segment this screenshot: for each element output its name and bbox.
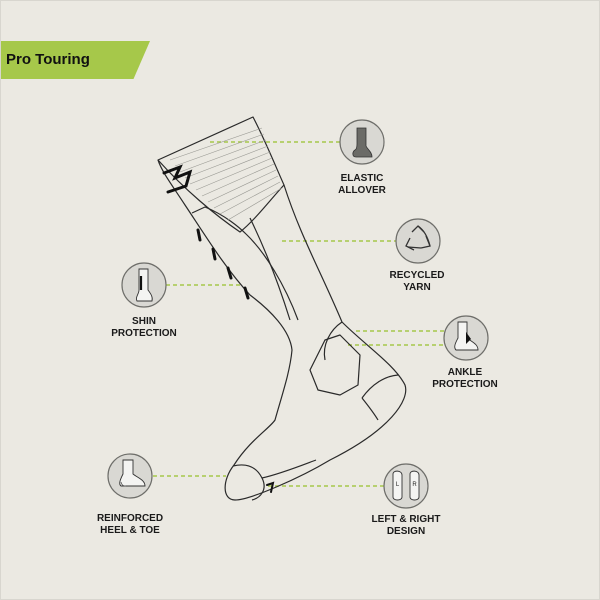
label-recycled: RECYCLED YARN — [357, 270, 477, 294]
label-shin: SHIN PROTECTION — [84, 316, 204, 340]
title-text: Pro Touring — [6, 51, 90, 68]
label-lr: LEFT & RIGHT DESIGN — [346, 514, 466, 538]
sock-icon — [352, 127, 373, 158]
label-shin-line2: PROTECTION — [111, 328, 177, 339]
ankle-pad — [309, 334, 361, 396]
arch-line — [361, 397, 379, 421]
leader-lines — [153, 141, 444, 487]
cuff-ribbing — [169, 127, 283, 221]
ankle-icon-group — [443, 315, 489, 361]
label-recycled-line1: RECYCLED — [389, 270, 445, 281]
label-heel-line2: HEEL & TOE — [100, 525, 160, 536]
label-ankle-line1: ANKLE — [447, 367, 483, 378]
toe-mark — [266, 481, 275, 493]
label-elastic-line1: ELASTIC — [340, 173, 384, 184]
lr-icon-group: L R — [383, 463, 429, 509]
ankle-foot-icon — [454, 321, 479, 351]
label-heel: REINFORCED HEEL & TOE — [70, 513, 190, 537]
right-mark: R — [412, 482, 417, 488]
logo-marks — [162, 164, 275, 493]
cuff-boundary — [157, 159, 285, 233]
heel-icon-group — [107, 453, 153, 499]
toe-line — [261, 459, 317, 479]
instep-line — [361, 374, 399, 399]
label-ankle: ANKLE PROTECTION — [405, 367, 525, 391]
shin-mark-3 — [226, 266, 233, 280]
shin-leg-icon — [136, 268, 153, 302]
shin-mark-4 — [243, 286, 250, 300]
shin-zone-line — [191, 206, 299, 321]
left-right-feet-icon — [392, 470, 420, 501]
label-lr-line2: DESIGN — [386, 526, 426, 537]
foot-icon — [119, 459, 146, 487]
shin-mark-1 — [196, 228, 202, 242]
shin-icon-group — [121, 262, 167, 308]
label-elastic: ELASTIC ALLOVER — [302, 173, 422, 197]
toe-band — [232, 464, 265, 501]
left-mark: L — [396, 482, 400, 488]
recycle-icon — [405, 225, 431, 251]
shin-mark-2 — [211, 247, 217, 261]
ankle-line — [323, 321, 343, 361]
label-heel-line1: REINFORCED — [96, 513, 164, 524]
title-banner: Pro Touring — [0, 41, 150, 79]
elastic-icon-group — [339, 119, 385, 165]
side-seam — [249, 217, 291, 321]
brand-logo — [162, 164, 193, 194]
label-ankle-line2: PROTECTION — [432, 379, 498, 390]
label-lr-line1: LEFT & RIGHT — [371, 514, 441, 525]
label-recycled-line2: YARN — [403, 282, 431, 293]
label-elastic-line2: ALLOVER — [338, 185, 386, 196]
label-shin-line1: SHIN — [132, 316, 156, 327]
recycled-icon-group — [395, 218, 441, 264]
